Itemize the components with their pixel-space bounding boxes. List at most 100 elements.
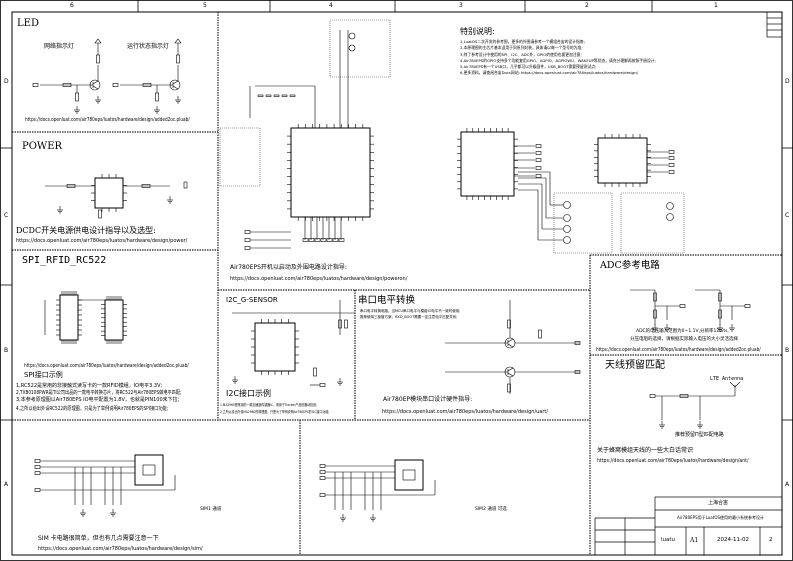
ruler-row-c: C (4, 212, 9, 219)
title-company: 上海合宙 (708, 500, 729, 506)
coax-connector (666, 202, 674, 210)
ic-chip (460, 131, 515, 197)
net-port (744, 304, 751, 308)
coax-connector (563, 236, 571, 244)
net-port (338, 238, 345, 242)
adc-url[interactable]: https://docs.openluat.com/air780eps/luat… (596, 347, 761, 353)
capacitor (183, 181, 188, 189)
sma-connector (348, 44, 356, 52)
ruler-col-4: 4 (329, 2, 333, 9)
resistor (66, 184, 76, 188)
i2c-example-title: I2C接口示例 (226, 389, 272, 398)
coax-connector (666, 213, 674, 221)
net-port (679, 304, 686, 308)
adc-note-2: 分压电阻的选择，请根据实际输入电压的大小灵活选择 (630, 337, 738, 342)
power-guide: DCDC开关电源供电设计指导以及选型: (16, 226, 156, 235)
ruler-row-b: B (4, 347, 9, 354)
wire (507, 367, 514, 372)
adc-title: ADC参考电路 (600, 260, 660, 271)
main-guide: Air780EPS开机以启动及外围电路设计指导: (230, 264, 347, 271)
special-note-4: 4,Air780EPS的GPIO支持多个功能复用GPIO、AGPIO、AGPIO… (460, 58, 656, 63)
led-diode (174, 38, 182, 44)
net-port (535, 166, 542, 170)
special-note-6: 6,更多资料，请查阅合宙Docs网站: https://docs.openlua… (460, 70, 639, 75)
net-port (319, 493, 326, 497)
capacitor (265, 94, 272, 97)
wire (92, 85, 99, 90)
capacitor (289, 94, 296, 97)
power-title: POWER (22, 141, 63, 152)
adc-note-1: ADC的电压输入范围为0~1.1V,分辨率12bits, (636, 329, 729, 334)
spi-url[interactable]: https://docs.openluat.com/air780eps/luat… (24, 363, 189, 369)
resistor (718, 292, 722, 302)
net-port (320, 238, 327, 242)
spi-title: SPI_RFID_RC522 (22, 255, 107, 266)
spi-note-3: 3,本参考原理图以Air780EPS IO电平配置为1.8V，也就是PIN100… (16, 397, 180, 403)
ruler-row-c-right: C (785, 212, 790, 219)
capacitor (281, 94, 288, 97)
title-size: A1 (690, 537, 699, 544)
title-drawn-by: luatu (661, 537, 676, 543)
sim-url[interactable]: https://docs.openluat.com/air780eps/luat… (38, 546, 203, 552)
inner-border (11, 11, 783, 556)
title-block-frame (594, 11, 783, 556)
sma-connector (348, 32, 356, 40)
ruler-row-a-right: A (785, 481, 790, 488)
special-note-3: 3,除了参考设计中使用的SPI、I2C、ADC外，GPIO的使用也要更加注意; (460, 52, 582, 57)
net-port (574, 370, 581, 374)
net-port (302, 238, 309, 242)
i2c-note-1: 1,MA2960是常用的一款加速度传感器IC，常用于Tracker产品的震动检测… (220, 403, 317, 407)
antenna-label: LTE Antenna (710, 376, 744, 382)
wire (507, 372, 514, 377)
ic-chip (104, 299, 124, 341)
coax-connector (563, 214, 571, 222)
resistor (141, 184, 151, 188)
net-port (319, 470, 326, 474)
net-port (244, 238, 251, 242)
uart-guide: Air780EP模块串口设计硬件指导: (383, 396, 473, 403)
resistor (718, 309, 722, 319)
wire (507, 338, 514, 343)
net-port (244, 246, 251, 250)
net-port (535, 151, 542, 155)
antenna-symbol (729, 381, 741, 388)
resistor (313, 367, 317, 377)
power-url[interactable]: https://docs.openluat.com/air780eps/luat… (16, 238, 188, 244)
ruler-row-d: D (4, 78, 9, 85)
antenna-guide: 关于蜂窝模组天线的一些大白话常识 (597, 447, 694, 454)
coax-connector (563, 201, 571, 209)
resistor (679, 394, 689, 398)
special-note-1: 1,LuatOS二次开发的参考图，更多的外围请参考一个模组合宙的设计指南; (460, 39, 585, 44)
sim-card-grid (142, 464, 156, 476)
main-url[interactable]: https://docs.openluat.com/air780eps/luat… (230, 276, 408, 282)
spi-example-title: SPI接口示例 (24, 371, 63, 379)
sim-note: SIM 卡电路很简单，但也有几点需要注意一下 (38, 535, 159, 542)
sim-card-holder (134, 454, 164, 486)
resistor (155, 92, 159, 102)
wire (507, 343, 514, 348)
net-port (308, 238, 315, 242)
net-port (34, 488, 41, 492)
net-port (32, 83, 39, 87)
antenna-url[interactable]: https://docs.openluat.com/air780eps/luat… (597, 458, 749, 464)
net-port (244, 230, 251, 234)
led-url[interactable]: https://docs.openluat.com/air780eps/luat… (25, 117, 190, 123)
resistor (507, 383, 511, 393)
uart-url[interactable]: https://docs.openluat.com/air780eps/luat… (382, 409, 549, 415)
ic-chip (94, 177, 124, 209)
wire (172, 85, 179, 90)
resistor (142, 83, 152, 87)
uart-note-2: 推荐使用三极管方案，RXD_BOOT需要一定注意电平匹配关系; (360, 315, 458, 319)
net-port (535, 174, 542, 178)
resistor (75, 92, 79, 102)
i2c-note-2: 2,之所以给出外设MA2960的原理图，只是为了举例说明Air780EPS的I2… (220, 410, 330, 414)
ruler-col-3: 3 (459, 2, 463, 9)
title-project: Air780EPS用于LuatOS使用的最小系统参考设计 (677, 515, 765, 520)
ruler-row-b-right: B (785, 347, 790, 354)
net-port (649, 394, 656, 398)
ruler-col-2: 2 (585, 2, 589, 9)
ic-chip (290, 127, 371, 218)
coax-connector (563, 225, 571, 233)
resistor (538, 329, 542, 339)
